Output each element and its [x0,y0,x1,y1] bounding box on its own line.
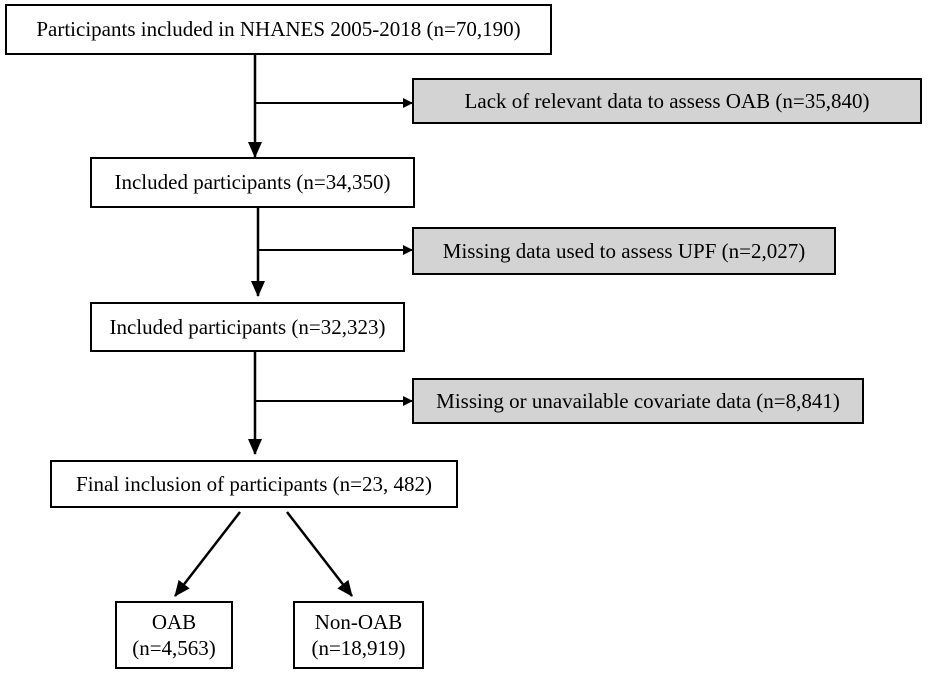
oab-label: OAB [151,609,197,634]
included-participants-1-text: Included participants (n=34,350) [114,170,391,195]
final-inclusion-box: Final inclusion of participants (n=23, 4… [50,460,458,508]
start-box: Participants included in NHANES 2005-201… [5,4,552,55]
non-oab-count: (n=18,919) [311,636,406,660]
non-oab-box: Non-OAB (n=18,919) [293,601,424,669]
arrow-final-to-oab [174,511,241,597]
oab-box: OAB (n=4,563) [115,601,233,669]
exclusion-box-upf-data-text: Missing data used to assess UPF (n=2,027… [442,238,806,263]
exclusion-box-oab-data-text: Lack of relevant data to assess OAB (n=3… [464,88,870,113]
exclusion-box-covariate-data: Missing or unavailable covariate data (n… [412,378,864,424]
arrow-final-to-non-oab [286,511,353,597]
non-oab-label: Non-OAB [314,609,403,634]
start-box-text: Participants included in NHANES 2005-201… [36,17,521,42]
included-participants-box-2: Included participants (n=32,323) [90,302,405,352]
exclusion-box-covariate-data-text: Missing or unavailable covariate data (n… [436,388,840,413]
oab-count: (n=4,563) [132,636,216,660]
exclusion-box-upf-data: Missing data used to assess UPF (n=2,027… [412,227,836,275]
final-inclusion-text: Final inclusion of participants (n=23, 4… [76,471,432,496]
exclusion-box-oab-data: Lack of relevant data to assess OAB (n=3… [412,78,922,124]
included-participants-box-1: Included participants (n=34,350) [90,157,415,208]
included-participants-2-text: Included participants (n=32,323) [109,314,386,339]
